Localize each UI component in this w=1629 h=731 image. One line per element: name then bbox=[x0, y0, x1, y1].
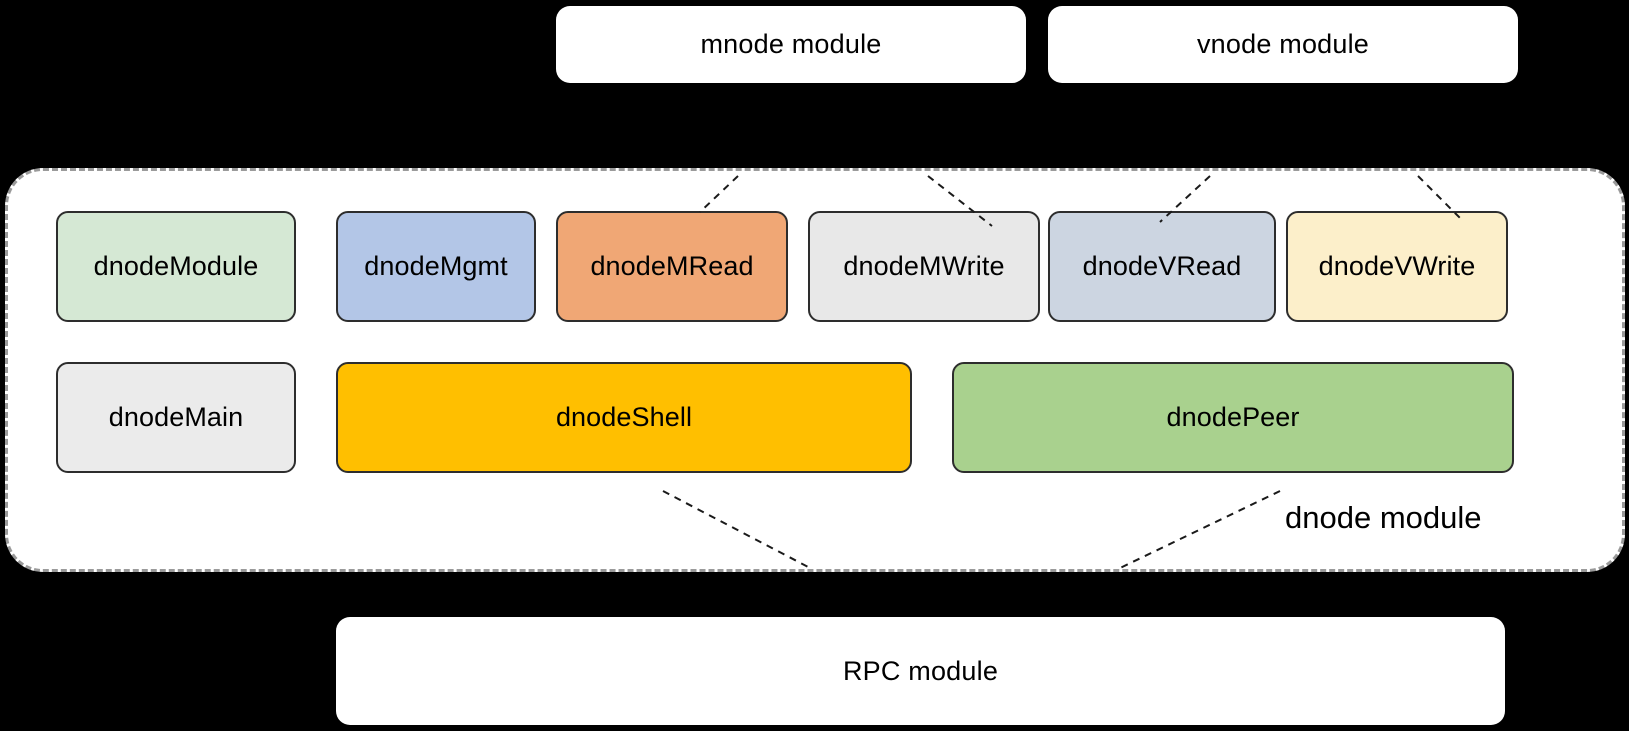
node-box-dnodemgmt-label: dnodeMgmt bbox=[364, 251, 508, 281]
module-box-mnode-label: mnode module bbox=[700, 29, 882, 59]
node-box-dnodevread-label: dnodeVRead bbox=[1082, 251, 1242, 281]
node-box-dnodevread[interactable]: dnodeVRead bbox=[1048, 211, 1276, 322]
node-box-dnodemread[interactable]: dnodeMRead bbox=[556, 211, 788, 322]
node-box-dnodemwrite-label: dnodeMWrite bbox=[843, 251, 1005, 281]
node-box-dnodepeer-label: dnodePeer bbox=[1166, 402, 1300, 432]
node-box-dnodemodule[interactable]: dnodeModule bbox=[56, 211, 296, 322]
node-box-dnodemgmt[interactable]: dnodeMgmt bbox=[336, 211, 536, 322]
node-box-dnodeshell-label: dnodeShell bbox=[555, 402, 693, 432]
node-box-dnodemodule-label: dnodeModule bbox=[93, 251, 259, 281]
module-box-vnode-label: vnode module bbox=[1196, 29, 1370, 59]
node-box-dnodemwrite[interactable]: dnodeMWrite bbox=[808, 211, 1040, 322]
module-box-rpc[interactable]: RPC module bbox=[336, 617, 1505, 725]
node-box-dnodevwrite[interactable]: dnodeVWrite bbox=[1286, 211, 1508, 322]
node-box-dnodevwrite-label: dnodeVWrite bbox=[1318, 251, 1476, 281]
module-box-mnode[interactable]: mnode module bbox=[556, 6, 1026, 83]
module-box-vnode[interactable]: vnode module bbox=[1048, 6, 1518, 83]
node-box-dnodemain-label: dnodeMain bbox=[108, 402, 244, 432]
module-box-rpc-label: RPC module bbox=[842, 655, 999, 686]
node-box-dnodeshell[interactable]: dnodeShell bbox=[336, 362, 912, 473]
node-box-dnodemain[interactable]: dnodeMain bbox=[56, 362, 296, 473]
dnode-module-container-label: dnode module bbox=[1285, 500, 1482, 535]
node-box-dnodepeer[interactable]: dnodePeer bbox=[952, 362, 1514, 473]
node-box-dnodemread-label: dnodeMRead bbox=[590, 251, 754, 281]
